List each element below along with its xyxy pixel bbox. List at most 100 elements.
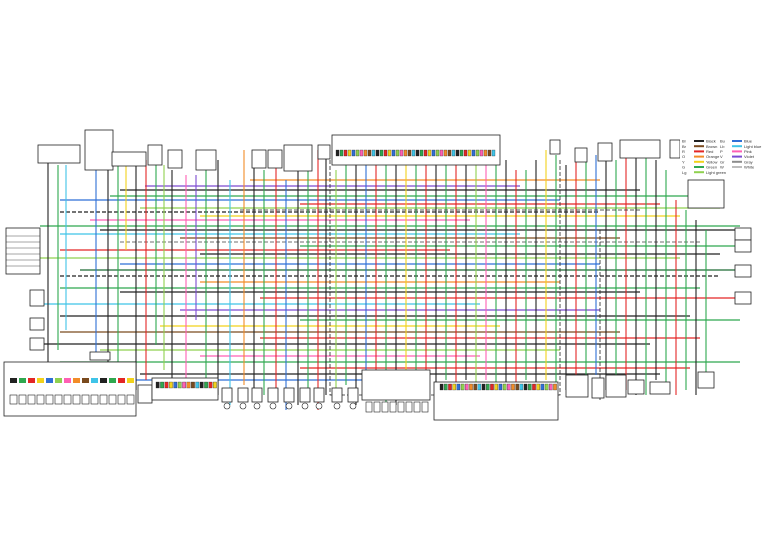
sensor-terminal	[285, 402, 293, 410]
injector	[397, 401, 405, 413]
fuse-wire	[46, 378, 53, 383]
ecu-pin	[467, 149, 472, 157]
fuse	[63, 394, 72, 405]
bottom-multi-pin	[544, 383, 549, 391]
legend-code: Br	[682, 144, 687, 149]
ecu-pin	[399, 149, 404, 157]
ecu-pin	[395, 149, 400, 157]
fuse	[108, 394, 117, 405]
sensor-terminal	[269, 402, 277, 410]
legend-code: W	[720, 165, 724, 170]
bottom-multi-pin	[532, 383, 536, 391]
bottom-connector-pin	[155, 381, 160, 389]
ecu-pin	[367, 149, 372, 157]
legend-name: Light blue	[744, 144, 762, 149]
bottom-sensor	[221, 387, 233, 403]
legend-code: R	[682, 149, 685, 154]
injector	[389, 401, 397, 413]
bottom-multi-pin	[523, 383, 528, 391]
bottom-connector-pin	[169, 381, 173, 389]
taillight-connector	[734, 291, 752, 305]
legend-background	[680, 138, 760, 178]
bottom-multi-pin	[528, 383, 532, 391]
sensor-connector	[317, 144, 331, 160]
ecu-pin	[403, 149, 408, 157]
bottom-connector-pin	[182, 381, 186, 389]
ecu-pin	[339, 149, 344, 157]
ecu-pin	[383, 149, 388, 157]
bottom-connector-pin	[177, 381, 182, 389]
stator	[591, 377, 605, 399]
fuse	[9, 394, 18, 405]
sensor-terminal	[349, 402, 357, 410]
bottom-multi-pin	[473, 383, 477, 391]
ecu-pin	[335, 149, 340, 157]
starter-relay	[627, 379, 645, 395]
fuse-wire	[127, 378, 134, 383]
bottom-multi-pin	[448, 383, 452, 391]
right-connector-block	[687, 179, 725, 209]
ecu-pin	[379, 149, 384, 157]
legend-code: V	[720, 154, 723, 159]
ecu-pin	[451, 149, 456, 157]
ecu-pin	[475, 149, 480, 157]
sensor-terminal	[253, 402, 261, 410]
ecu-pin	[387, 149, 392, 157]
turn-signal-front-right	[734, 227, 752, 241]
fuse-wire	[28, 378, 35, 383]
legend-code: O	[682, 154, 685, 159]
fuse-wire	[100, 378, 107, 383]
fuse-wire	[73, 378, 80, 383]
ecu-pin	[447, 149, 452, 157]
bottom-connector-pin	[173, 381, 178, 389]
bottom-multi-pin	[494, 383, 498, 391]
ecu-pin	[463, 149, 468, 157]
bottom-multi-pin	[549, 383, 553, 391]
legend-name: Blue	[744, 139, 753, 144]
sensor-connector	[167, 149, 183, 169]
fuse	[36, 394, 45, 405]
sensor-connector	[549, 139, 561, 155]
injector	[381, 401, 389, 413]
fuse-wire	[55, 378, 62, 383]
ground-connector	[649, 381, 671, 395]
ecu-pin	[359, 149, 364, 157]
fuse	[126, 394, 135, 405]
ecu-pin	[343, 149, 348, 157]
legend-name: White	[744, 165, 755, 170]
bottom-multi-pin	[536, 383, 540, 391]
legend-name: Pink	[744, 149, 752, 154]
legend-name: Violet	[744, 154, 755, 159]
bottom-sensor	[283, 387, 295, 403]
fuse-wire	[37, 378, 44, 383]
bottom-sensor	[313, 387, 325, 403]
ecu-pin	[423, 149, 428, 157]
legend-code: Bl	[682, 139, 686, 144]
ecu-pin	[455, 149, 460, 157]
battery	[605, 374, 627, 398]
component-layer	[3, 129, 752, 421]
bottom-connector-pin	[204, 381, 208, 389]
injector	[421, 401, 429, 413]
ecu-pin	[439, 149, 444, 157]
ecu-pin	[375, 149, 380, 157]
injector	[373, 401, 381, 413]
bottom-multi-pin	[481, 383, 486, 391]
bottom-sensor	[251, 387, 263, 403]
wire-bundle	[40, 140, 750, 410]
handlebar-switch-connector	[111, 151, 147, 167]
fuse-wire	[118, 378, 125, 383]
headlight-connector	[734, 239, 752, 253]
joint-connector	[89, 351, 111, 361]
bottom-multi-pin	[439, 383, 444, 391]
left-reference-table	[5, 227, 41, 275]
ecu-pin	[443, 149, 448, 157]
instrument-connector	[619, 139, 661, 159]
bottom-multi-pin	[469, 383, 473, 391]
sensor-connector	[669, 139, 681, 159]
regulator	[565, 374, 589, 398]
relay-block	[84, 129, 114, 171]
legend-name: Light green	[706, 170, 726, 175]
sensor-module	[283, 144, 313, 172]
fuse	[54, 394, 63, 405]
